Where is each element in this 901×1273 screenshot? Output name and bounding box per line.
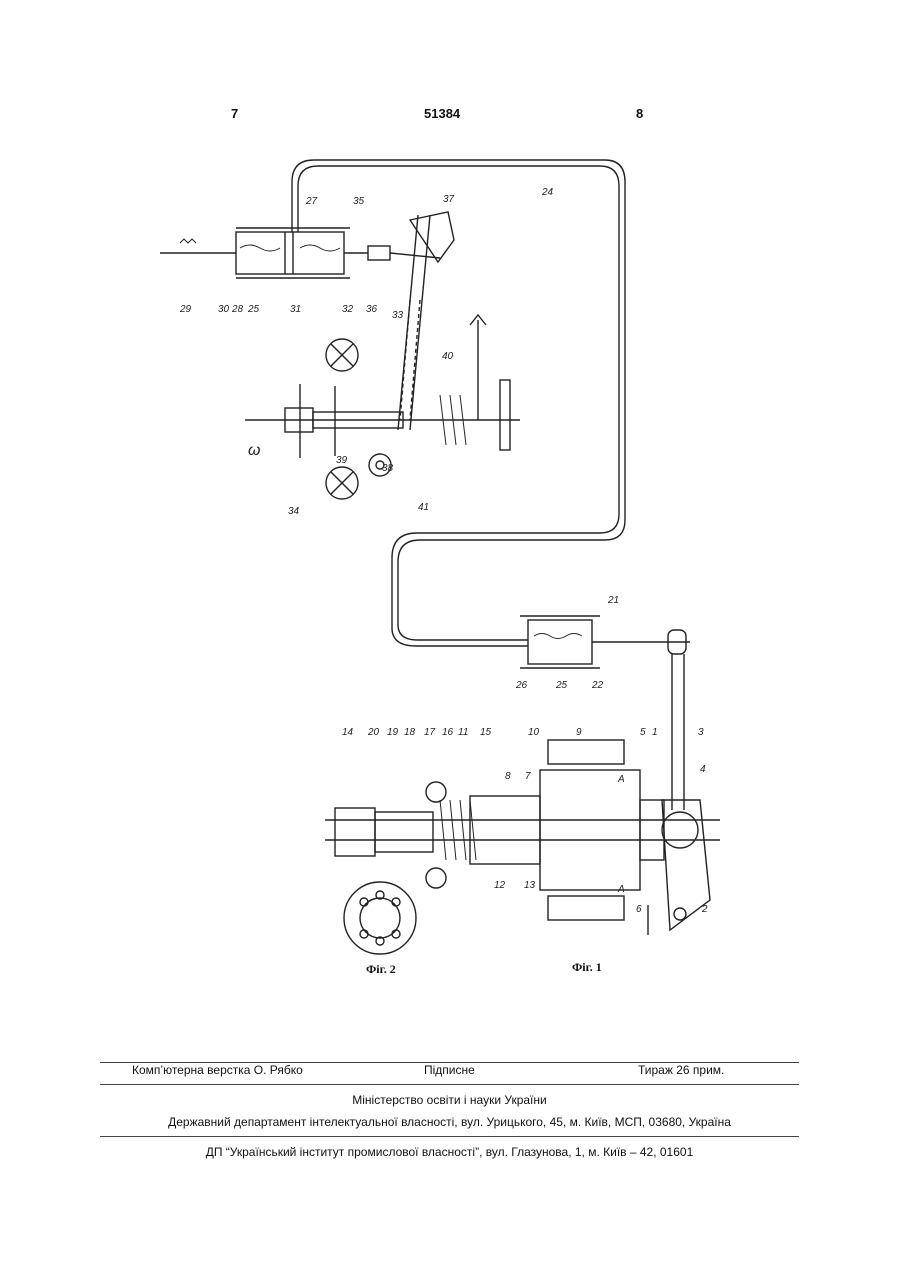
callout-32: 32: [342, 304, 354, 315]
callout-22: 22: [591, 680, 604, 691]
callout-20: 20: [367, 727, 380, 738]
footer-rule-bottom: [100, 1136, 799, 1137]
callout-16: 16: [442, 727, 454, 738]
callout-17: 17: [424, 727, 436, 738]
callout-12: 12: [494, 880, 506, 891]
lower-assembly: [325, 740, 720, 935]
callout-15: 15: [480, 727, 492, 738]
omega-symbol: ω: [248, 442, 260, 459]
callout-18: 18: [404, 727, 416, 738]
callout-10: 10: [528, 727, 540, 738]
lever: [398, 212, 454, 430]
callout-9: 9: [576, 727, 582, 738]
fig1-caption: Фіг. 1: [572, 960, 602, 974]
fig2-section: [344, 882, 416, 954]
callout-37: 37: [443, 194, 455, 205]
callout-13: 13: [524, 880, 536, 891]
callout-A: A: [617, 884, 625, 895]
callout-8: 8: [505, 771, 511, 782]
callout-31: 31: [290, 304, 301, 315]
callout-19: 19: [387, 727, 399, 738]
callout-25: 25: [555, 680, 568, 691]
callout-6: 6: [636, 904, 642, 915]
callout-35: 35: [353, 196, 365, 207]
callout-41: 41: [418, 502, 429, 513]
footer-layout: Комп’ютерна верстка О. Рябко: [132, 1063, 303, 1077]
footer-circulation: Тираж 26 прим.: [638, 1063, 724, 1077]
callout-3: 3: [698, 727, 704, 738]
callout-27: 27: [305, 196, 318, 207]
callout-5: 5: [640, 727, 646, 738]
callout-36: 36: [366, 304, 378, 315]
callout-14: 14: [342, 727, 354, 738]
callout-29: 29: [179, 304, 192, 315]
footer-ministry: Міністерство освіти і науки України: [100, 1093, 799, 1107]
callout-34: 34: [288, 506, 300, 517]
footer-signed: Підписне: [424, 1063, 475, 1077]
footer-institute: ДП “Український інститут промислової вла…: [100, 1145, 799, 1159]
callout-24: 24: [541, 187, 554, 198]
callout-7: 7: [525, 771, 531, 782]
callout-38: 38: [382, 463, 394, 474]
callout-21: 21: [607, 595, 619, 606]
callout-40: 40: [442, 351, 454, 362]
callout-33: 33: [392, 310, 404, 321]
upper-cylinder: [160, 228, 440, 278]
callout-A: A: [617, 774, 625, 785]
footer-department: Державний департамент інтелектуальної вл…: [100, 1115, 799, 1129]
fig2-caption: Фіг. 2: [366, 962, 396, 976]
callout-39: 39: [336, 455, 348, 466]
middle-cylinder: [520, 616, 690, 668]
callout-25: 25: [247, 304, 260, 315]
callout-26: 26: [515, 680, 528, 691]
callout-11: 11: [458, 727, 468, 738]
footer-rule-middle: [100, 1084, 799, 1085]
callout-4: 4: [700, 764, 706, 775]
callout-2: 2: [701, 904, 708, 915]
callout-30: 30: [218, 304, 230, 315]
callout-28: 28: [231, 304, 244, 315]
callout-1: 1: [652, 727, 658, 738]
